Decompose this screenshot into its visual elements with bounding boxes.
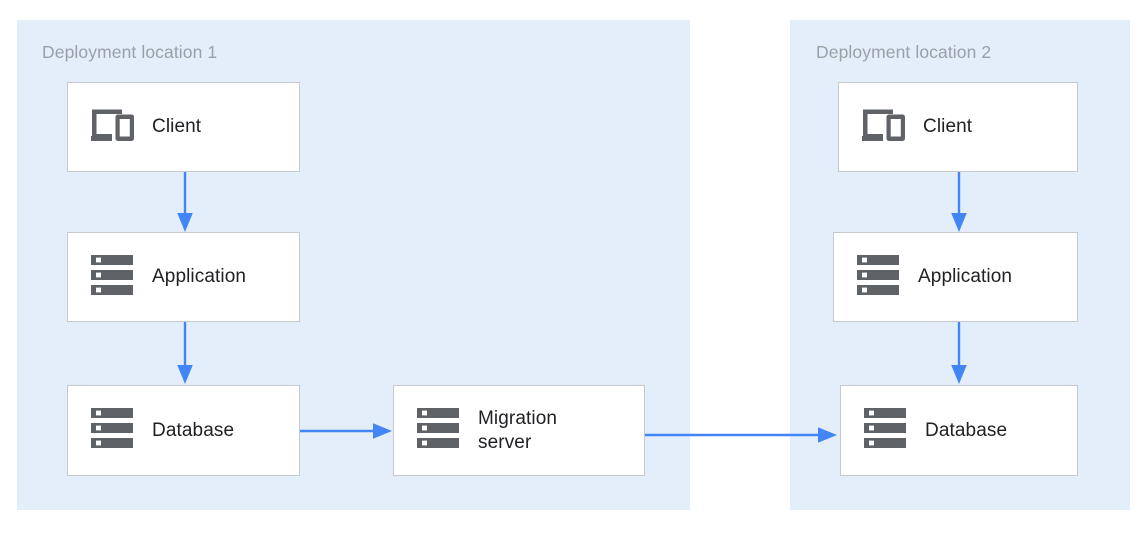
- node-client-2[interactable]: Client: [838, 82, 1078, 172]
- edge-client1-application1: [177, 172, 193, 232]
- server-icon: [856, 253, 900, 302]
- node-label-application-1: Application: [152, 266, 247, 287]
- server-icon: [90, 406, 134, 455]
- edge-application1-database1: [177, 322, 193, 385]
- edge-application2-database2: [951, 322, 967, 385]
- node-application-2[interactable]: Application: [833, 232, 1078, 322]
- node-label-database-1: Database: [152, 419, 235, 441]
- node-client-1[interactable]: Client: [67, 82, 300, 172]
- node-label-migration-server: Migration server: [478, 407, 558, 453]
- node-database-1[interactable]: Database: [67, 385, 300, 476]
- node-database-2[interactable]: Database: [840, 385, 1078, 476]
- edge-database1-migrationserver: [300, 423, 393, 439]
- edge-client2-application2: [951, 172, 967, 232]
- devices-icon: [90, 107, 134, 148]
- node-label-client-2: Client: [923, 116, 973, 137]
- region-label-deployment-location-1: Deployment location 1: [42, 42, 218, 62]
- node-application-1[interactable]: Application: [67, 232, 300, 322]
- region-label-deployment-location-2: Deployment location 2: [816, 42, 992, 62]
- server-icon: [863, 406, 907, 455]
- node-label-client-1: Client: [152, 116, 202, 137]
- server-icon: [416, 406, 460, 455]
- devices-icon: [861, 107, 905, 148]
- node-label-database-2: Database: [925, 419, 1008, 441]
- node-migration-server[interactable]: Migration server: [393, 385, 645, 476]
- node-label-application-2: Application: [918, 266, 1013, 287]
- edge-migrationserver-database2: [645, 427, 838, 443]
- server-icon: [90, 253, 134, 302]
